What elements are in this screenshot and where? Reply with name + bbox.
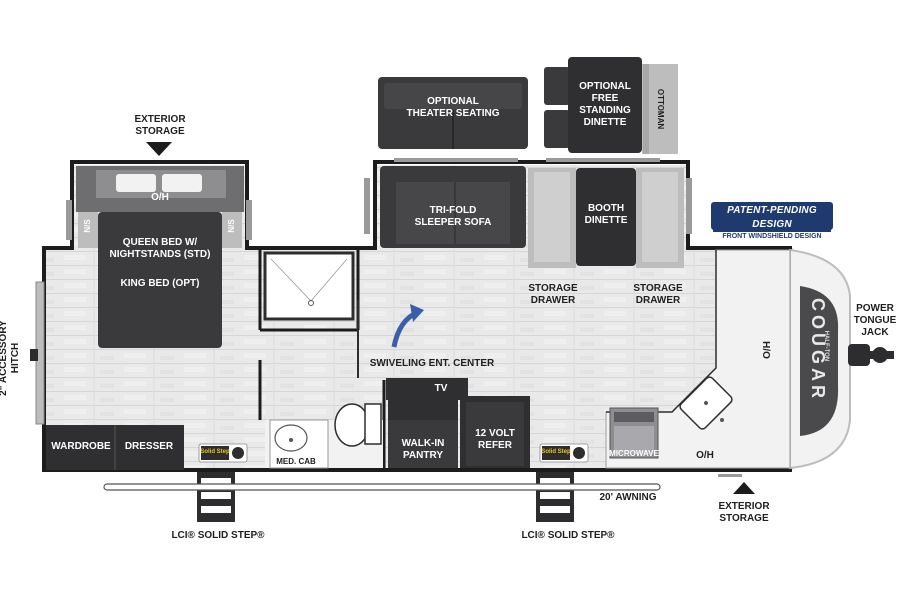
- swiveling-ent-center-label: SWIVELING ENT. CENTER: [369, 358, 495, 369]
- nightstand-right: [222, 212, 242, 248]
- solid-step-logo-text-right: Solid Step: [541, 449, 571, 455]
- outer-wall: [42, 160, 792, 472]
- awning: [103, 483, 661, 491]
- bathroom: [258, 250, 386, 470]
- solid-step-logo-text-left: Solid Step: [200, 449, 230, 455]
- sleeper-sofa-label: TRI-FOLD SLEEPER SOFA: [414, 205, 492, 228]
- theater-seating-label: OPTIONAL THEATER SEATING: [406, 96, 500, 119]
- exterior-storage-top-label: EXTERIOR STORAGE: [134, 114, 186, 137]
- bedroom-overhead: [76, 166, 244, 212]
- med-cab-label: MED. CAB: [276, 457, 316, 466]
- tv-label: TV: [434, 383, 448, 394]
- power-tongue-jack-label: POWER TONGUE JACK: [853, 303, 897, 338]
- storage-drawer-right-label: STORAGE DRAWER: [633, 283, 683, 306]
- badge-line2: FRONT WINDSHIELD DESIGN: [722, 233, 822, 240]
- wardrobe-dresser: [46, 425, 184, 470]
- entry-step-right: [536, 472, 574, 522]
- awning-label: 20' AWNING: [599, 492, 657, 503]
- brand-sub: HALF-TON: [823, 330, 829, 362]
- dresser-label: DRESSER: [124, 441, 174, 452]
- booth-dinette: [528, 168, 684, 268]
- wardrobe-label: WARDROBE: [51, 441, 111, 452]
- booth-dinette-label: BOOTH DINETTE: [584, 203, 628, 226]
- exterior-storage-bottom-label: EXTERIOR STORAGE: [718, 501, 770, 524]
- solid-step-left-label: LCI® SOLID STEP®: [171, 530, 265, 541]
- storage-drawer-left-label: STORAGE DRAWER: [528, 283, 578, 306]
- refrigerator: [460, 396, 530, 468]
- solid-step-logo-right: [539, 443, 589, 463]
- king-bed-label: KING BED (OPT): [120, 278, 200, 289]
- kitchen-oh-label: O/H: [696, 450, 714, 461]
- slide-windows: [66, 158, 692, 240]
- tri-fold-sleeper-sofa: [380, 166, 526, 248]
- range-microwave: [609, 407, 659, 459]
- tv-cabinet: [386, 378, 468, 400]
- nightstand-right-label: N/S: [227, 219, 236, 233]
- swiveling-ent-center: [357, 300, 424, 378]
- queen-bed: [98, 212, 222, 348]
- walk-in-pantry: [388, 400, 458, 468]
- bedroom-oh-label: O/H: [151, 192, 169, 203]
- accessory-hitch-icon: [30, 281, 45, 425]
- ho-label: H/O: [760, 341, 771, 359]
- exterior-storage-arrow-bottom: [718, 474, 755, 494]
- queen-bed-label: QUEEN BED W/ NIGHTSTANDS (STD): [109, 237, 211, 260]
- patent-pending-badge: PATENT-PENDING DESIGN FRONT WINDSHIELD D…: [711, 202, 833, 240]
- accessory-hitch-label: 2" ACCESSORY HITCH: [0, 320, 21, 396]
- toilet: [334, 403, 382, 447]
- front-cap: [789, 248, 851, 470]
- solid-step-right-label: LCI® SOLID STEP®: [521, 530, 615, 541]
- solid-step-logo-left: [198, 443, 248, 463]
- kitchen-sink: [679, 376, 733, 430]
- nightstand-left: [78, 212, 98, 248]
- tongue-jack-icon: [848, 344, 894, 366]
- refer-label: 12 VOLT REFER: [475, 428, 515, 451]
- microwave-label: MICROWAVE: [609, 449, 659, 458]
- exterior-storage-arrow-top: [146, 142, 172, 156]
- ottoman-label: OTTOMAN: [656, 88, 665, 130]
- optional-free-standing-dinette: [544, 57, 678, 154]
- badge-line1: PATENT-PENDING DESIGN: [713, 204, 831, 232]
- nightstand-left-label: N/S: [83, 219, 92, 233]
- bathroom-vanity: [265, 419, 383, 469]
- free-standing-dinette-label: OPTIONAL FREE STANDING DINETTE: [579, 81, 631, 128]
- optional-theater-seating: [378, 77, 528, 149]
- entry-step-left: [197, 472, 235, 522]
- shower: [263, 251, 355, 321]
- walk-in-pantry-label: WALK-IN PANTRY: [401, 438, 445, 461]
